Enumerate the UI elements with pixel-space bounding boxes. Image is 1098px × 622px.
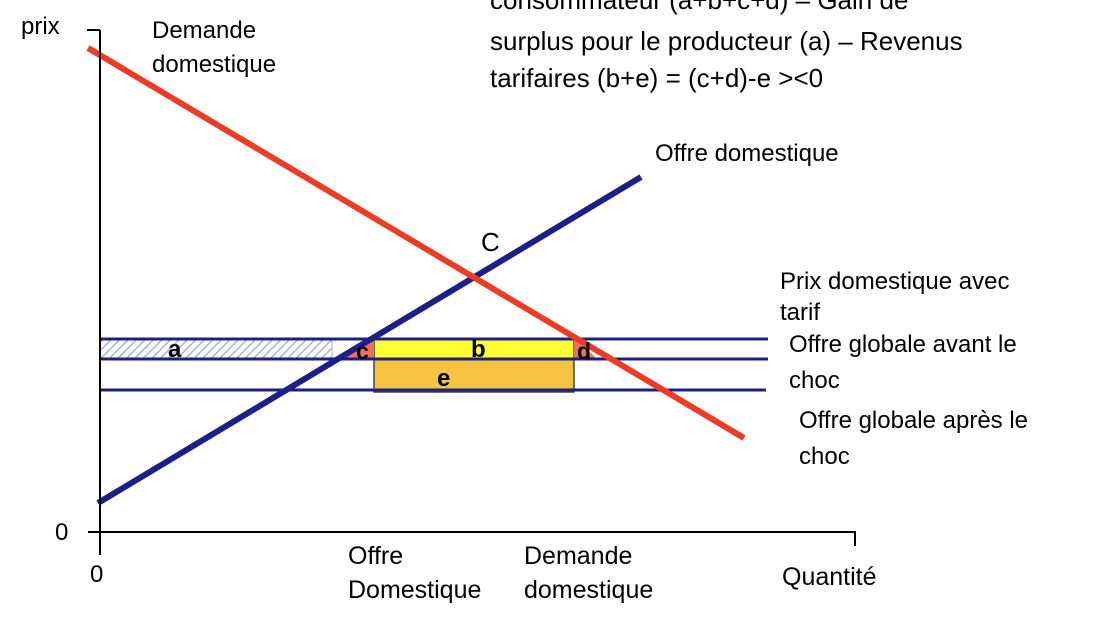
- x-tick-demand-line2: domestique: [524, 576, 653, 604]
- demand-curve-label-line1: Demande: [152, 17, 256, 44]
- x-origin-label: 0: [90, 561, 103, 588]
- area-b-label: b: [471, 336, 486, 363]
- area-d-triangle: [574, 339, 597, 359]
- annotation-line3: tarifaires (b+e) = (c+d)-e ><0: [490, 63, 823, 93]
- annotation-line1: consommateur (a+b+c+d) – Gain de: [490, 0, 908, 15]
- y-origin-label: 0: [55, 519, 68, 546]
- area-d-label: d: [577, 338, 591, 364]
- area-c-label: c: [356, 338, 369, 364]
- supply-curve-label: Offre domestique: [655, 140, 839, 167]
- x-tick-supply-line2: Domestique: [348, 576, 481, 604]
- x-axis-label: Quantité: [782, 563, 877, 591]
- area-a: [99, 338, 333, 360]
- tariff-price-label-line1: Prix domestique avec: [780, 268, 1009, 295]
- y-axis-label: prix: [21, 13, 60, 40]
- after-shock-label-line2: choc: [799, 443, 850, 470]
- after-shock-label-line1: Offre globale après le: [799, 407, 1028, 434]
- area-e-label: e: [437, 365, 450, 392]
- tariff-price-label-line2: tarif: [780, 299, 820, 326]
- x-tick-supply-line1: Offre: [348, 542, 403, 570]
- area-e: [373, 358, 575, 393]
- intersection-label: C: [481, 227, 500, 257]
- demand-curve-label-line2: domestique: [152, 51, 276, 78]
- area-a-label: a: [168, 336, 182, 363]
- domestic-supply-curve: [96, 174, 643, 506]
- before-shock-label-line1: Offre globale avant le: [789, 331, 1017, 358]
- domestic-demand-curve: [86, 45, 746, 441]
- before-shock-label-line2: choc: [789, 367, 840, 394]
- annotation-line2: surplus pour le producteur (a) – Revenus: [490, 26, 963, 56]
- x-tick-demand-line1: Demande: [524, 542, 632, 570]
